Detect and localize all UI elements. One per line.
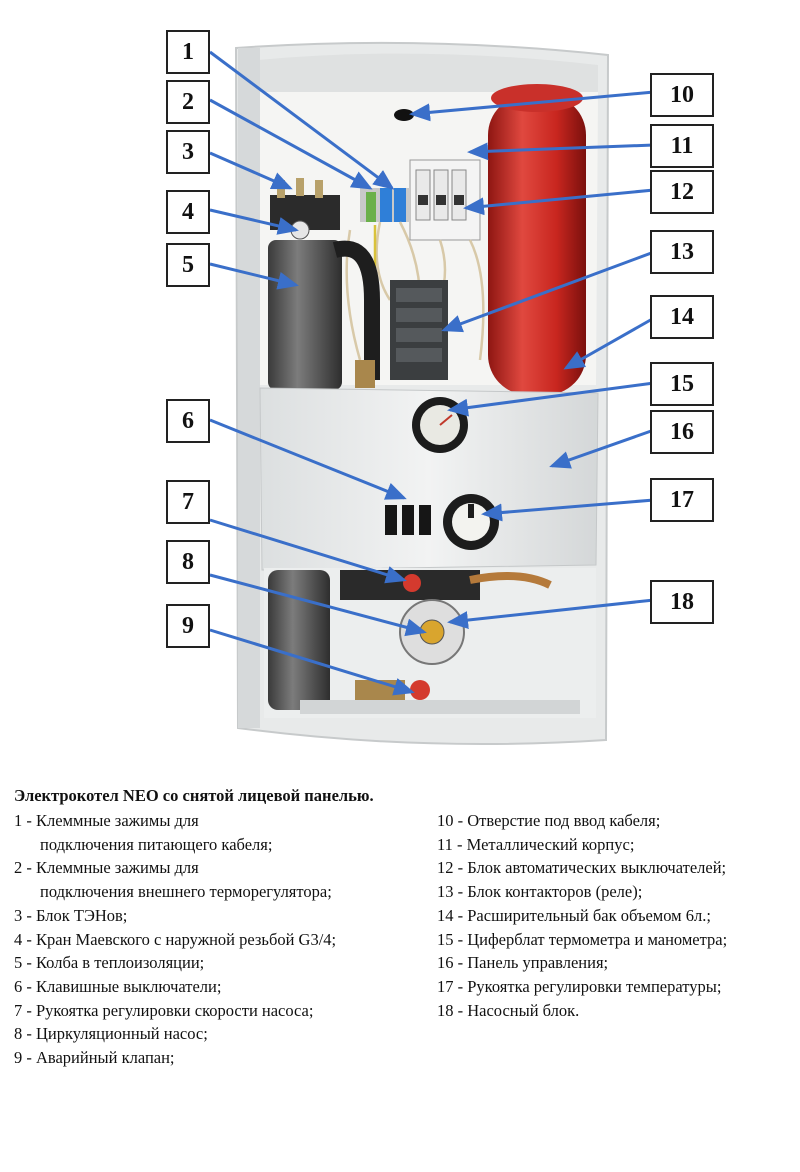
- callout-13: 13: [650, 230, 714, 274]
- arrow-4: [209, 208, 299, 235]
- arrow-10: [409, 90, 655, 122]
- cable-entry-hole: [394, 109, 414, 121]
- legend-item: 15 - Циферблат термометра и манометра;: [437, 929, 728, 949]
- callout-15: 15: [650, 362, 714, 406]
- legend-item: 5 - Колба в теплоизоляции;: [14, 953, 205, 973]
- legend-item: 8 - Циркуляционный насос;: [14, 1024, 208, 1044]
- legend-item: подключения питающего кабеля;: [40, 834, 273, 854]
- callout-17: 17: [650, 478, 714, 522]
- arrow-1: [209, 50, 395, 190]
- figure-caption: Электрокотел NEO со снятой лицевой панел…: [14, 786, 374, 805]
- callout-16: 16: [650, 410, 714, 454]
- legend-item: 17 - Рукоятка регулировки температуры;: [437, 976, 722, 996]
- arrow-9: [209, 628, 415, 696]
- legend-item: 13 - Блок контакторов (реле);: [437, 882, 643, 902]
- callout-6: 6: [166, 399, 210, 443]
- legend-item: 9 - Аварийный клапан;: [14, 1048, 175, 1068]
- arrow-8: [209, 573, 427, 637]
- pump-block: [264, 568, 596, 718]
- callout-8: 8: [166, 540, 210, 584]
- boiler-figure: 1 2 3 4 5 6 7 8 9 10 11 12 13 14 15 16 1…: [166, 30, 714, 745]
- arrow-3: [209, 151, 293, 190]
- callout-arrows: [209, 50, 655, 696]
- legend-left-column: 1 - Клеммные зажимы для подключения питаю…: [14, 809, 424, 1070]
- legend-item: 2 - Клеммные зажимы для: [14, 858, 199, 878]
- arrow-12: [463, 188, 655, 216]
- arrow-2: [209, 98, 373, 190]
- arrow-18: [447, 598, 655, 630]
- arrow-6: [209, 418, 407, 500]
- arrow-14: [563, 316, 655, 370]
- legend-item: 14 - Расширительный бак объемом 6л.;: [437, 905, 711, 925]
- control-panel: [259, 387, 599, 571]
- arrow-15: [447, 381, 655, 417]
- callout-5: 5: [166, 243, 210, 287]
- arrow-16: [549, 428, 655, 469]
- legend-item: 7 - Рукоятка регулировки скорости насоса…: [14, 1000, 314, 1020]
- legend-right-column: 10 - Отверстие под ввод кабеля; 11 - Мета…: [437, 809, 797, 1022]
- callout-10: 10: [650, 73, 714, 117]
- callout-1: 1: [166, 30, 210, 74]
- arrow-13: [441, 250, 655, 333]
- callout-11: 11: [650, 124, 714, 168]
- legend-item: 4 - Кран Маевского с наружной резьбой G3…: [14, 929, 337, 949]
- callout-4: 4: [166, 190, 210, 234]
- legend-item: 12 - Блок автоматических выключателей;: [437, 858, 727, 878]
- boiler-photo: [209, 41, 655, 745]
- callout-14: 14: [650, 295, 714, 339]
- legend-item: подключения внешнего терморегулятора;: [40, 882, 332, 902]
- arrow-11: [467, 142, 655, 161]
- arrow-5: [209, 262, 299, 290]
- callout-2: 2: [166, 80, 210, 124]
- callout-7: 7: [166, 480, 210, 524]
- legend-item: 10 - Отверстие под ввод кабеля;: [437, 811, 661, 830]
- callout-9: 9: [166, 604, 210, 648]
- expansion-tank: [488, 84, 586, 395]
- breaker-block: [409, 159, 481, 241]
- legend-item: 3 - Блок ТЭНов;: [14, 905, 128, 925]
- terminal-clamps: [360, 188, 410, 222]
- arrow-17: [481, 498, 655, 522]
- legend-item: 16 - Панель управления;: [437, 953, 609, 973]
- arrow-7: [209, 518, 407, 584]
- legend-item: 1 - Клеммные зажимы для: [14, 811, 199, 830]
- callout-12: 12: [650, 170, 714, 214]
- legend-item: 18 - Насосный блок.: [437, 1000, 580, 1020]
- callout-18: 18: [650, 580, 714, 624]
- legend-item: 11 - Металлический корпус;: [437, 834, 635, 854]
- callout-3: 3: [166, 130, 210, 174]
- contactor-block: [390, 280, 448, 380]
- legend-item: 6 - Клавишные выключатели;: [14, 976, 222, 996]
